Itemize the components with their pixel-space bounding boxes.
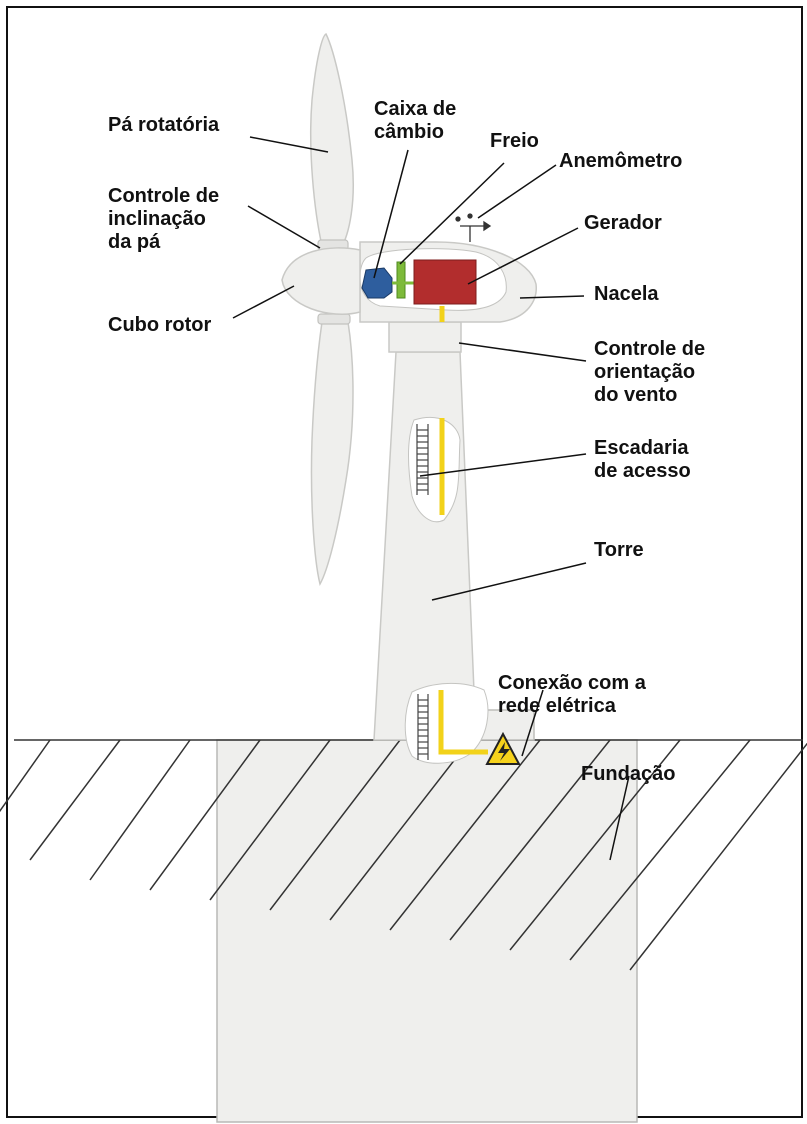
- label-cubo-rotor: Cubo rotor: [108, 314, 212, 336]
- ladder-lower: [417, 694, 429, 760]
- tower-cutout-upper: [408, 416, 461, 523]
- leader-lines: [232, 136, 630, 861]
- label-escadaria: Escadaria de acesso: [594, 437, 691, 482]
- blade-bottom: [310, 321, 354, 586]
- pitch-ring-bottom: [317, 313, 351, 325]
- rotor-hub: [281, 247, 361, 315]
- label-fundacao: Fundação: [581, 763, 676, 785]
- yaw-bearing: [388, 321, 462, 353]
- label-torre: Torre: [594, 539, 644, 561]
- gearbox: [361, 267, 393, 299]
- label-controle-inclinacao: Controle de inclinação da pá: [108, 185, 220, 253]
- label-gerador: Gerador: [584, 212, 662, 234]
- high-voltage-warning-icon: [485, 731, 521, 765]
- label-pa-rotatoria: Pá rotatória: [108, 114, 220, 136]
- label-nacela: Nacela: [594, 283, 659, 305]
- label-anemometro: Anemômetro: [559, 150, 683, 172]
- tower: [373, 351, 477, 741]
- ground-hatch: [0, 739, 807, 971]
- label-controle-orientacao: Controle de orientação do vento: [594, 338, 706, 406]
- brake: [396, 261, 406, 299]
- blade-top: [309, 32, 354, 251]
- label-freio: Freio: [490, 130, 539, 152]
- cable-tower-lower: [438, 690, 488, 755]
- label-conexao-rede: Conexão com a rede elétrica: [498, 672, 646, 717]
- foundation-block: [216, 739, 638, 1123]
- label-caixa-de-cambio: Caixa de câmbio: [374, 98, 457, 143]
- ladder-upper: [416, 424, 429, 495]
- generator: [413, 259, 477, 305]
- anemometer-icon: [455, 213, 492, 242]
